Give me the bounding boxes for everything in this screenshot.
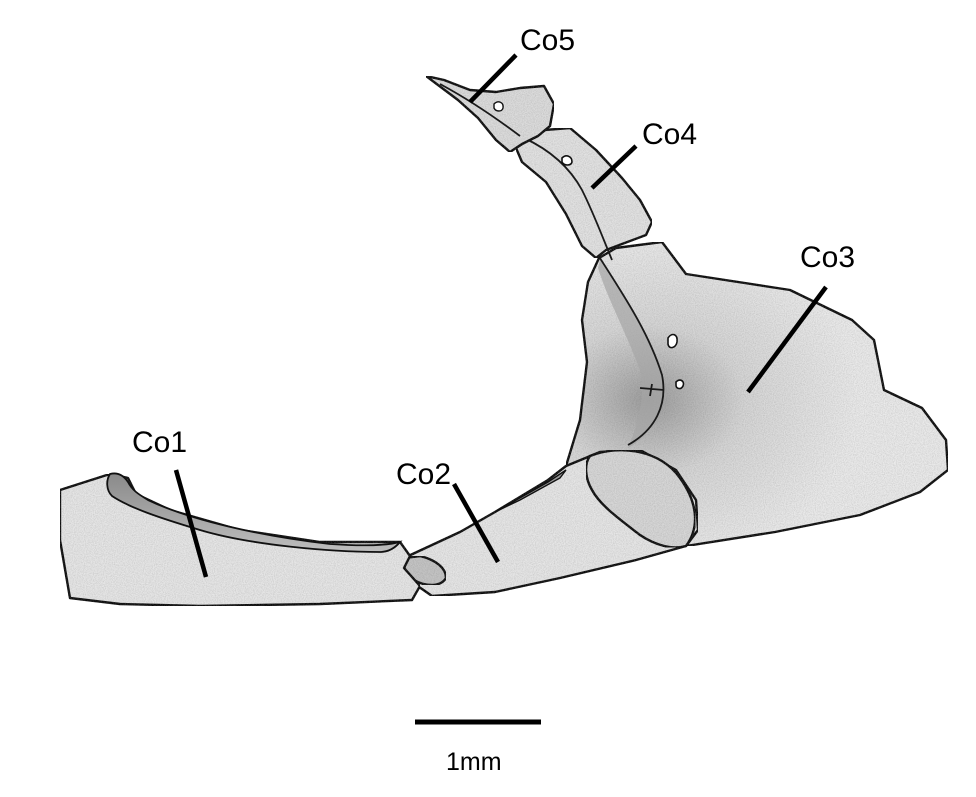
co2-label: Co2: [396, 458, 451, 491]
co3-label: Co3: [800, 241, 855, 274]
scale-bar: 1mm: [415, 722, 541, 776]
co3-foramen-lower: [676, 380, 683, 388]
co4-foramen: [562, 156, 572, 165]
co4-label: Co4: [642, 118, 697, 151]
scale-bar-label: 1mm: [446, 748, 502, 776]
co1-label: Co1: [132, 426, 187, 459]
co5-label: Co5: [520, 24, 575, 57]
co3-foramen-upper: [668, 335, 677, 348]
co5-foramen: [494, 102, 503, 111]
